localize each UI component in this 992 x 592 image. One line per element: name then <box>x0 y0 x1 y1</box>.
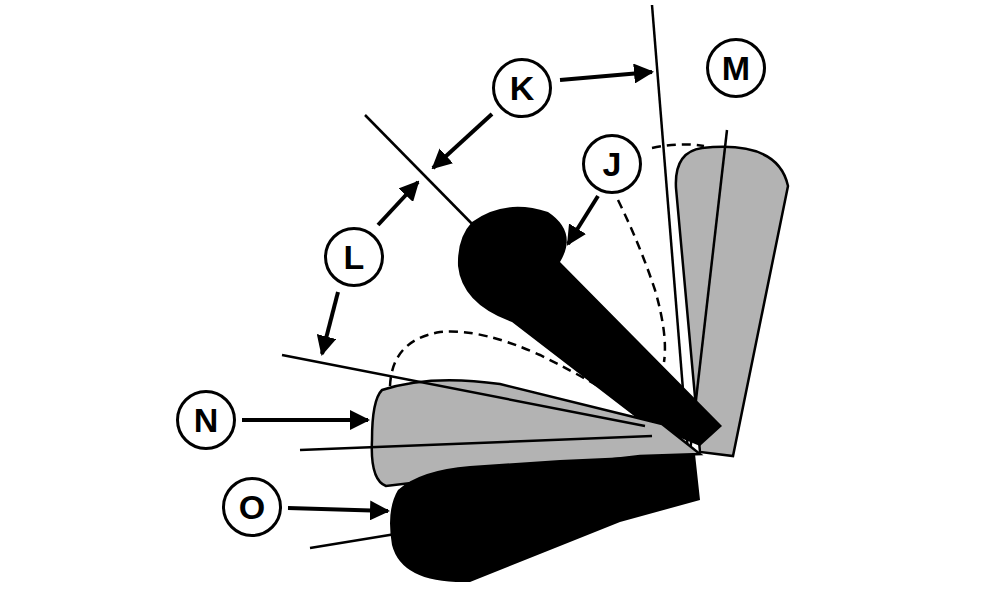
callout-letter: N <box>194 403 219 437</box>
leader-arrow <box>378 182 418 225</box>
callout-letter: O <box>239 490 265 524</box>
leader-arrow <box>433 114 492 168</box>
reference-line <box>310 530 420 548</box>
leader-arrow <box>568 196 598 244</box>
callout-circle: K <box>492 58 552 118</box>
callout-letter: J <box>603 147 622 181</box>
reference-line <box>365 115 482 234</box>
dashed-outline <box>652 144 704 148</box>
callout-circle: L <box>324 227 384 287</box>
leader-arrow <box>288 508 388 511</box>
leader-arrow <box>322 292 338 354</box>
leader-arrow <box>242 418 368 422</box>
callout-circle: M <box>706 38 766 98</box>
leader-arrow <box>560 72 652 80</box>
callout-letter: K <box>510 71 535 105</box>
reference-line <box>282 355 645 426</box>
callout-letter: M <box>722 51 750 85</box>
callout-circle: N <box>176 390 236 450</box>
reference-line <box>300 436 652 450</box>
callout-circle: O <box>222 477 282 537</box>
lowered-handle <box>390 454 700 582</box>
callout-circle: J <box>582 134 642 194</box>
callout-letter: L <box>344 240 365 274</box>
